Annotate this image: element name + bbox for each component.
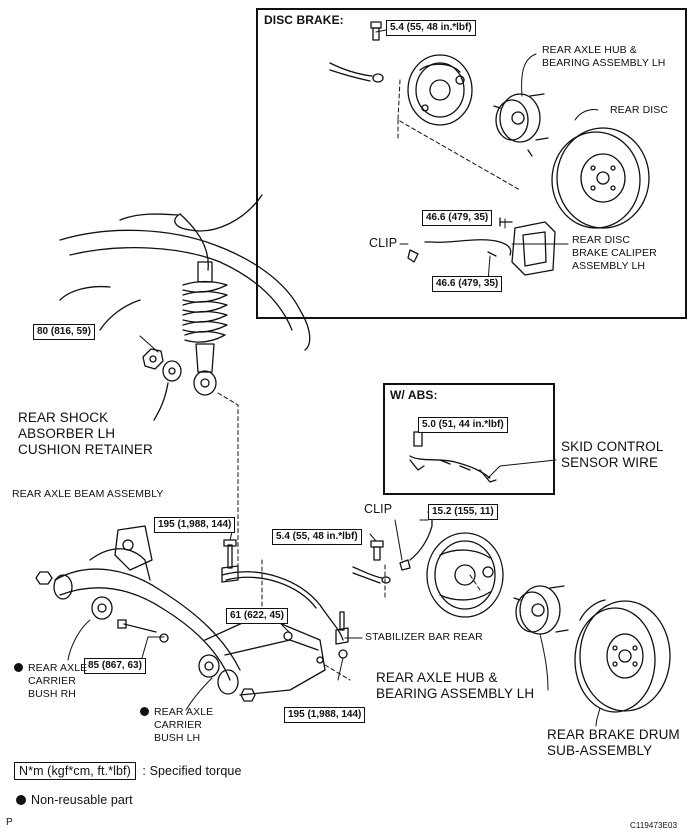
torque-195-top: 195 (1,988, 144): [154, 517, 236, 533]
disc-clip-label: CLIP: [369, 236, 398, 250]
disc-hub-label: REAR AXLE HUB &BEARING ASSEMBLY LH: [542, 44, 666, 69]
footer-right: C119473E03: [630, 821, 678, 830]
abs-box: [383, 383, 555, 495]
disc-brake-parts: [329, 21, 650, 276]
torque-15-2: 15.2 (155, 11): [428, 504, 498, 520]
torque-195-bottom: 195 (1,988, 144): [284, 707, 366, 723]
legend-nonreusable: Non-reusable part: [16, 793, 133, 808]
torque-61: 61 (622, 45): [226, 608, 288, 624]
legend-torque: N*m (kgf*cm, ft.*lbf) : Specified torque: [14, 762, 242, 780]
drum-brake-parts: [352, 511, 671, 713]
beam-label: REAR AXLE BEAM ASSEMBLY: [12, 488, 164, 500]
nut-and-retainer: [142, 348, 182, 382]
abs-title: W/ ABS:: [390, 388, 438, 402]
torque-caliper-2: 46.6 (479, 35): [432, 276, 503, 292]
torque-caliper-1: 46.6 (479, 35): [422, 210, 493, 226]
nonreusable-dot-icon: [16, 795, 26, 805]
bush-lh-label: REAR AXLE CARRIER BUSH LH: [140, 706, 213, 745]
disc-brake-box: [256, 8, 687, 319]
nonreusable-dot-icon: [14, 663, 23, 672]
bush-rh-label: REAR AXLE CARRIER BUSH RH: [14, 662, 87, 701]
stabilizer-bar: [221, 539, 349, 659]
torque-85: 85 (867, 63): [84, 658, 146, 674]
legend-torque-box: N*m (kgf*cm, ft.*lbf): [14, 762, 136, 780]
fender-outline: [174, 194, 263, 232]
drum-hub-label: REAR AXLE HUB &BEARING ASSEMBLY LH: [376, 670, 535, 701]
rear-disc-label: REAR DISC: [610, 104, 669, 116]
footer-left: P: [6, 817, 13, 828]
disc-brake-title: DISC BRAKE:: [264, 13, 344, 27]
torque-disc-top: 5.4 (55, 48 in.*lbf): [386, 20, 476, 36]
stabilizer-label: STABILIZER BAR REAR: [365, 631, 483, 643]
nonreusable-dot-icon: [140, 707, 149, 716]
torque-5-4-drum: 5.4 (55, 48 in.*lbf): [272, 529, 362, 545]
torque-shock: 80 (816, 59): [33, 324, 95, 340]
drum-clip-label: CLIP: [364, 502, 393, 516]
legend-torque-text: : Specified torque: [142, 764, 242, 778]
shock-spring: [182, 261, 228, 396]
torque-abs: 5.0 (51, 44 in.*lbf): [418, 417, 508, 433]
